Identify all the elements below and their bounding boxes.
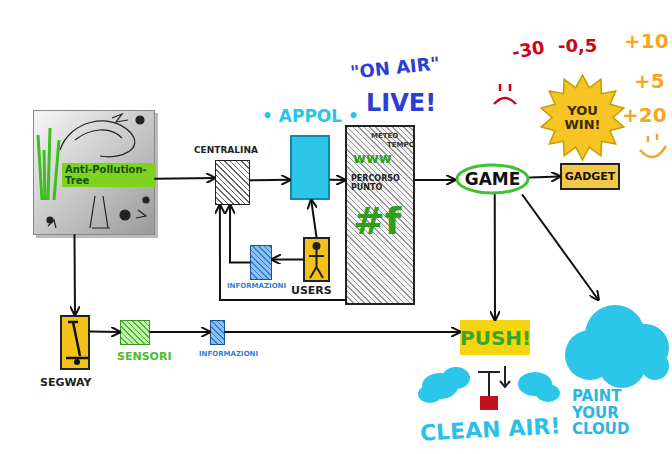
small-cloud	[422, 373, 458, 399]
node-text: • APPOL •	[262, 107, 359, 126]
flow-arrow	[530, 176, 560, 179]
node-text: TEMPO	[387, 142, 415, 150]
flow-arrow	[494, 195, 496, 320]
small-cloud	[418, 385, 442, 403]
flow-arrow	[155, 177, 215, 180]
web-box: METEOTEMPOwwwPERCORSO PUNTO #f	[345, 125, 415, 305]
note-label: +20	[622, 104, 667, 126]
cloud-puff	[598, 340, 646, 388]
image-box: Anti-Pollution-Tree	[33, 110, 155, 235]
flow-arrow	[220, 205, 345, 300]
info-box: INFORMAZIONI	[250, 245, 272, 280]
sad-face	[494, 84, 516, 104]
node-text: CENTRALINA	[194, 146, 258, 156]
node-text: PAINT YOUR CLOUD	[572, 388, 670, 438]
segway-box: SEGWAY	[60, 315, 90, 370]
note-label: CLEAN AIR!	[419, 414, 561, 446]
win-starburst: YOU WIN!	[540, 75, 625, 160]
flow-arrow	[250, 179, 290, 181]
control-unit-box: CENTRALINA	[215, 160, 250, 205]
push-box: PUSH!	[460, 320, 530, 355]
flow-arrow	[73, 235, 76, 315]
flow-arrow	[230, 205, 250, 263]
node-text: YOU WIN!	[540, 103, 625, 132]
node-text: USERS	[291, 285, 332, 297]
sensor-box: SENSORI	[120, 320, 150, 345]
node-text: INFORMAZIONI	[199, 351, 258, 359]
purifier-stand	[478, 366, 510, 396]
node-text: GADGET	[562, 170, 618, 182]
note-label: LIVE!	[366, 90, 436, 116]
flow-arrow	[90, 331, 120, 334]
note-label: -30	[511, 37, 546, 62]
small-cloud	[442, 367, 470, 389]
happy-mouth	[640, 146, 666, 157]
flow-arrow	[150, 331, 210, 333]
sad-eyes	[500, 84, 510, 91]
node-text: Anti-Pollution-Tree	[62, 163, 156, 187]
paint-cloud: PAINT YOUR CLOUD	[560, 300, 670, 435]
gadget-box: GADGET	[560, 163, 620, 190]
node-text: INFORMAZIONI	[227, 283, 286, 291]
node-text: #f	[353, 201, 401, 243]
game-ellipse: GAME	[455, 163, 530, 195]
note-label: "ON AIR"	[349, 53, 440, 82]
node-text: PUSH!	[460, 327, 530, 349]
flow-arrow	[330, 179, 345, 181]
sad-mouth	[494, 98, 516, 104]
note-label: -0,5	[558, 36, 597, 56]
small-cloud	[536, 384, 560, 402]
users-box: USERS	[303, 237, 330, 282]
flow-arrow	[415, 179, 455, 181]
flow-arrow	[272, 258, 303, 260]
app-box: • APPOL •	[290, 135, 330, 200]
clean-air-clouds	[418, 367, 560, 403]
node-text: GAME	[455, 170, 530, 189]
happy-eyes	[648, 134, 657, 142]
node-text: METEO	[371, 133, 398, 141]
air-purifier	[478, 366, 510, 410]
flow-arrow	[311, 200, 316, 237]
node-text: SENSORI	[117, 351, 171, 363]
node-text: SEGWAY	[40, 377, 92, 389]
purifier-body	[480, 396, 498, 410]
flow-arrow	[225, 331, 460, 333]
node-text: PERCORSO PUNTO	[351, 175, 407, 193]
node-text: www	[353, 151, 392, 166]
small-cloud	[518, 372, 552, 396]
note-label: +10	[624, 30, 669, 52]
cloud-puff	[641, 352, 669, 380]
info-box: INFORMAZIONI	[210, 320, 225, 345]
flow-arrow	[523, 195, 599, 300]
happy-face	[640, 134, 666, 157]
note-label: +5	[634, 70, 665, 92]
